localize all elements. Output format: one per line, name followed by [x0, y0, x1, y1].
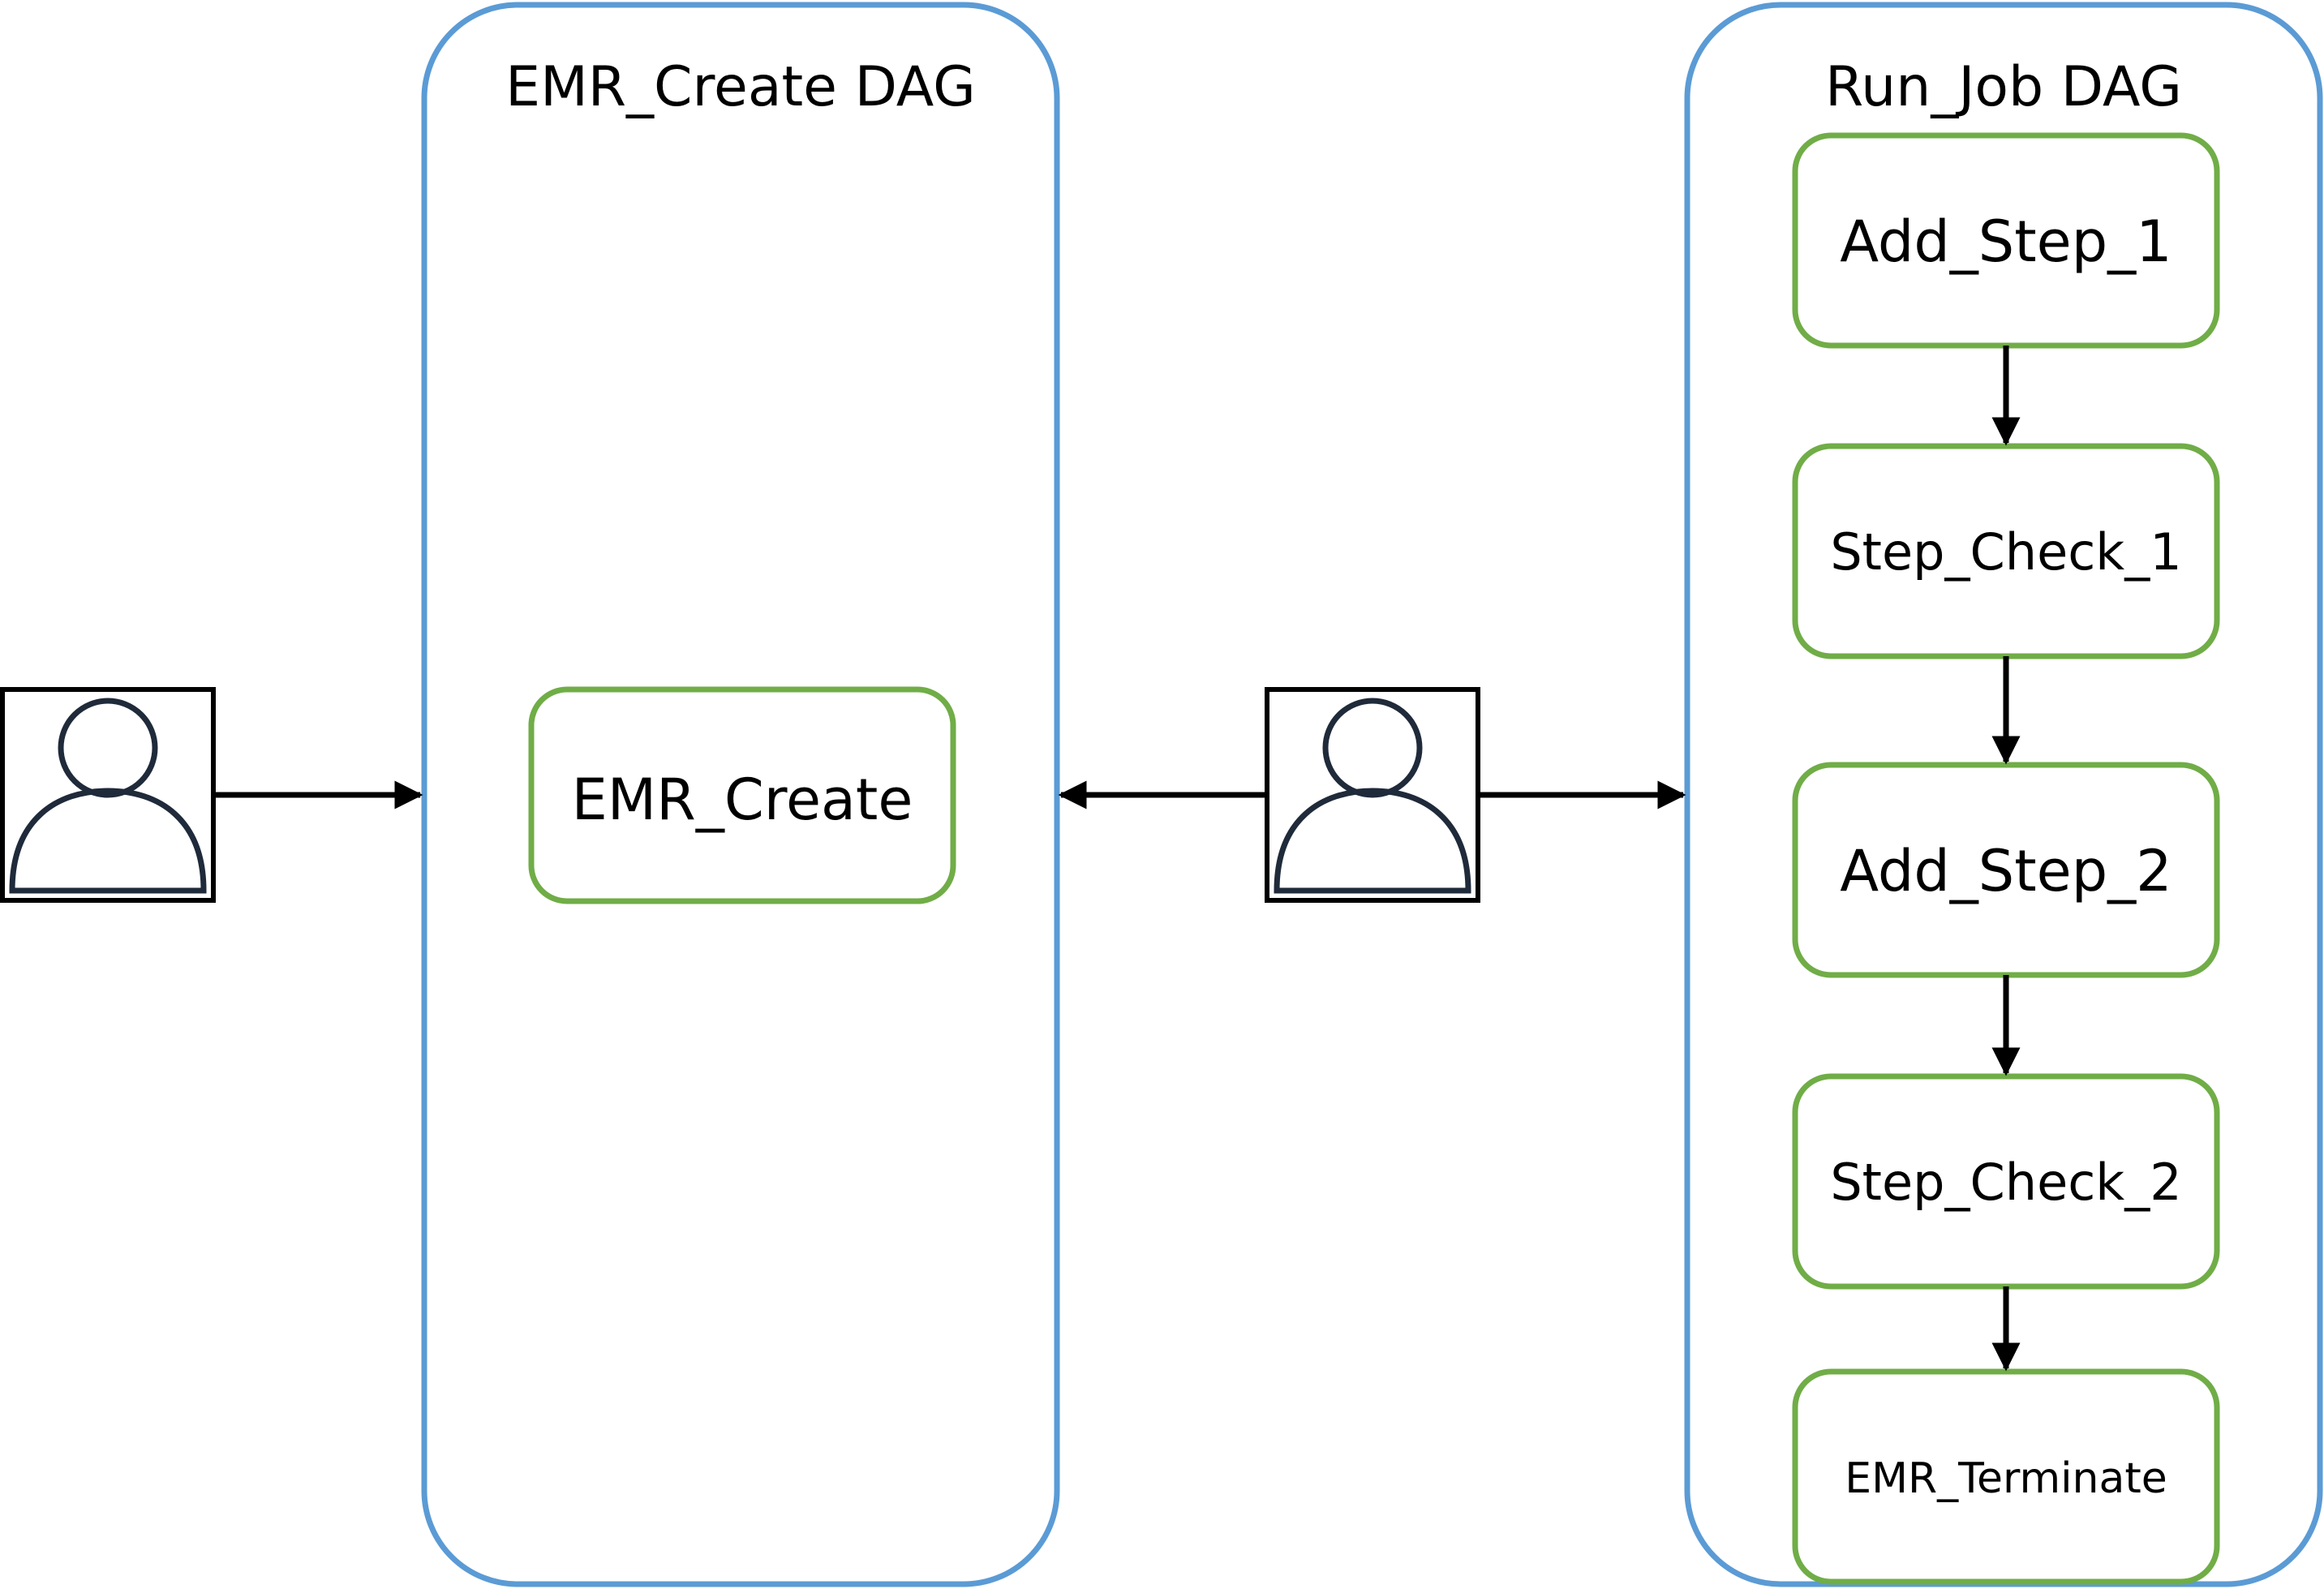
left-user-icon [0, 687, 216, 903]
task-label-add-step-1: Add_Step_1 [1840, 208, 2172, 275]
left-user-body [9, 788, 207, 894]
task-label-emr-terminate: EMR_Terminate [1845, 1454, 2167, 1503]
emr-create-dag-container [421, 2, 1060, 1587]
middle-user-body [1274, 788, 1471, 894]
task-box-emr-create[interactable] [528, 686, 956, 904]
middle-user-icon [1265, 687, 1480, 903]
emr-create-dag-group: EMR_Create DAG EMR_Create [421, 2, 1060, 1587]
task-label-step-check-2: Step_Check_2 [1830, 1153, 2181, 1212]
left-user-head [58, 698, 158, 798]
task-label-add-step-2: Add_Step_2 [1840, 838, 2172, 904]
task-box-emr-terminate[interactable] [1792, 1368, 2220, 1585]
task-label-emr-create: EMR_Create [572, 767, 913, 833]
middle-user-head [1322, 698, 1423, 798]
emr-create-dag-title: EMR_Create DAG [505, 55, 976, 119]
run-job-dag-group: Run_Job DAG Add_Step_1 Step_Check_1 Add_… [1684, 2, 2323, 1587]
run-job-dag-title: Run_Job DAG [1825, 55, 2182, 119]
task-label-step-check-1: Step_Check_1 [1830, 522, 2181, 582]
